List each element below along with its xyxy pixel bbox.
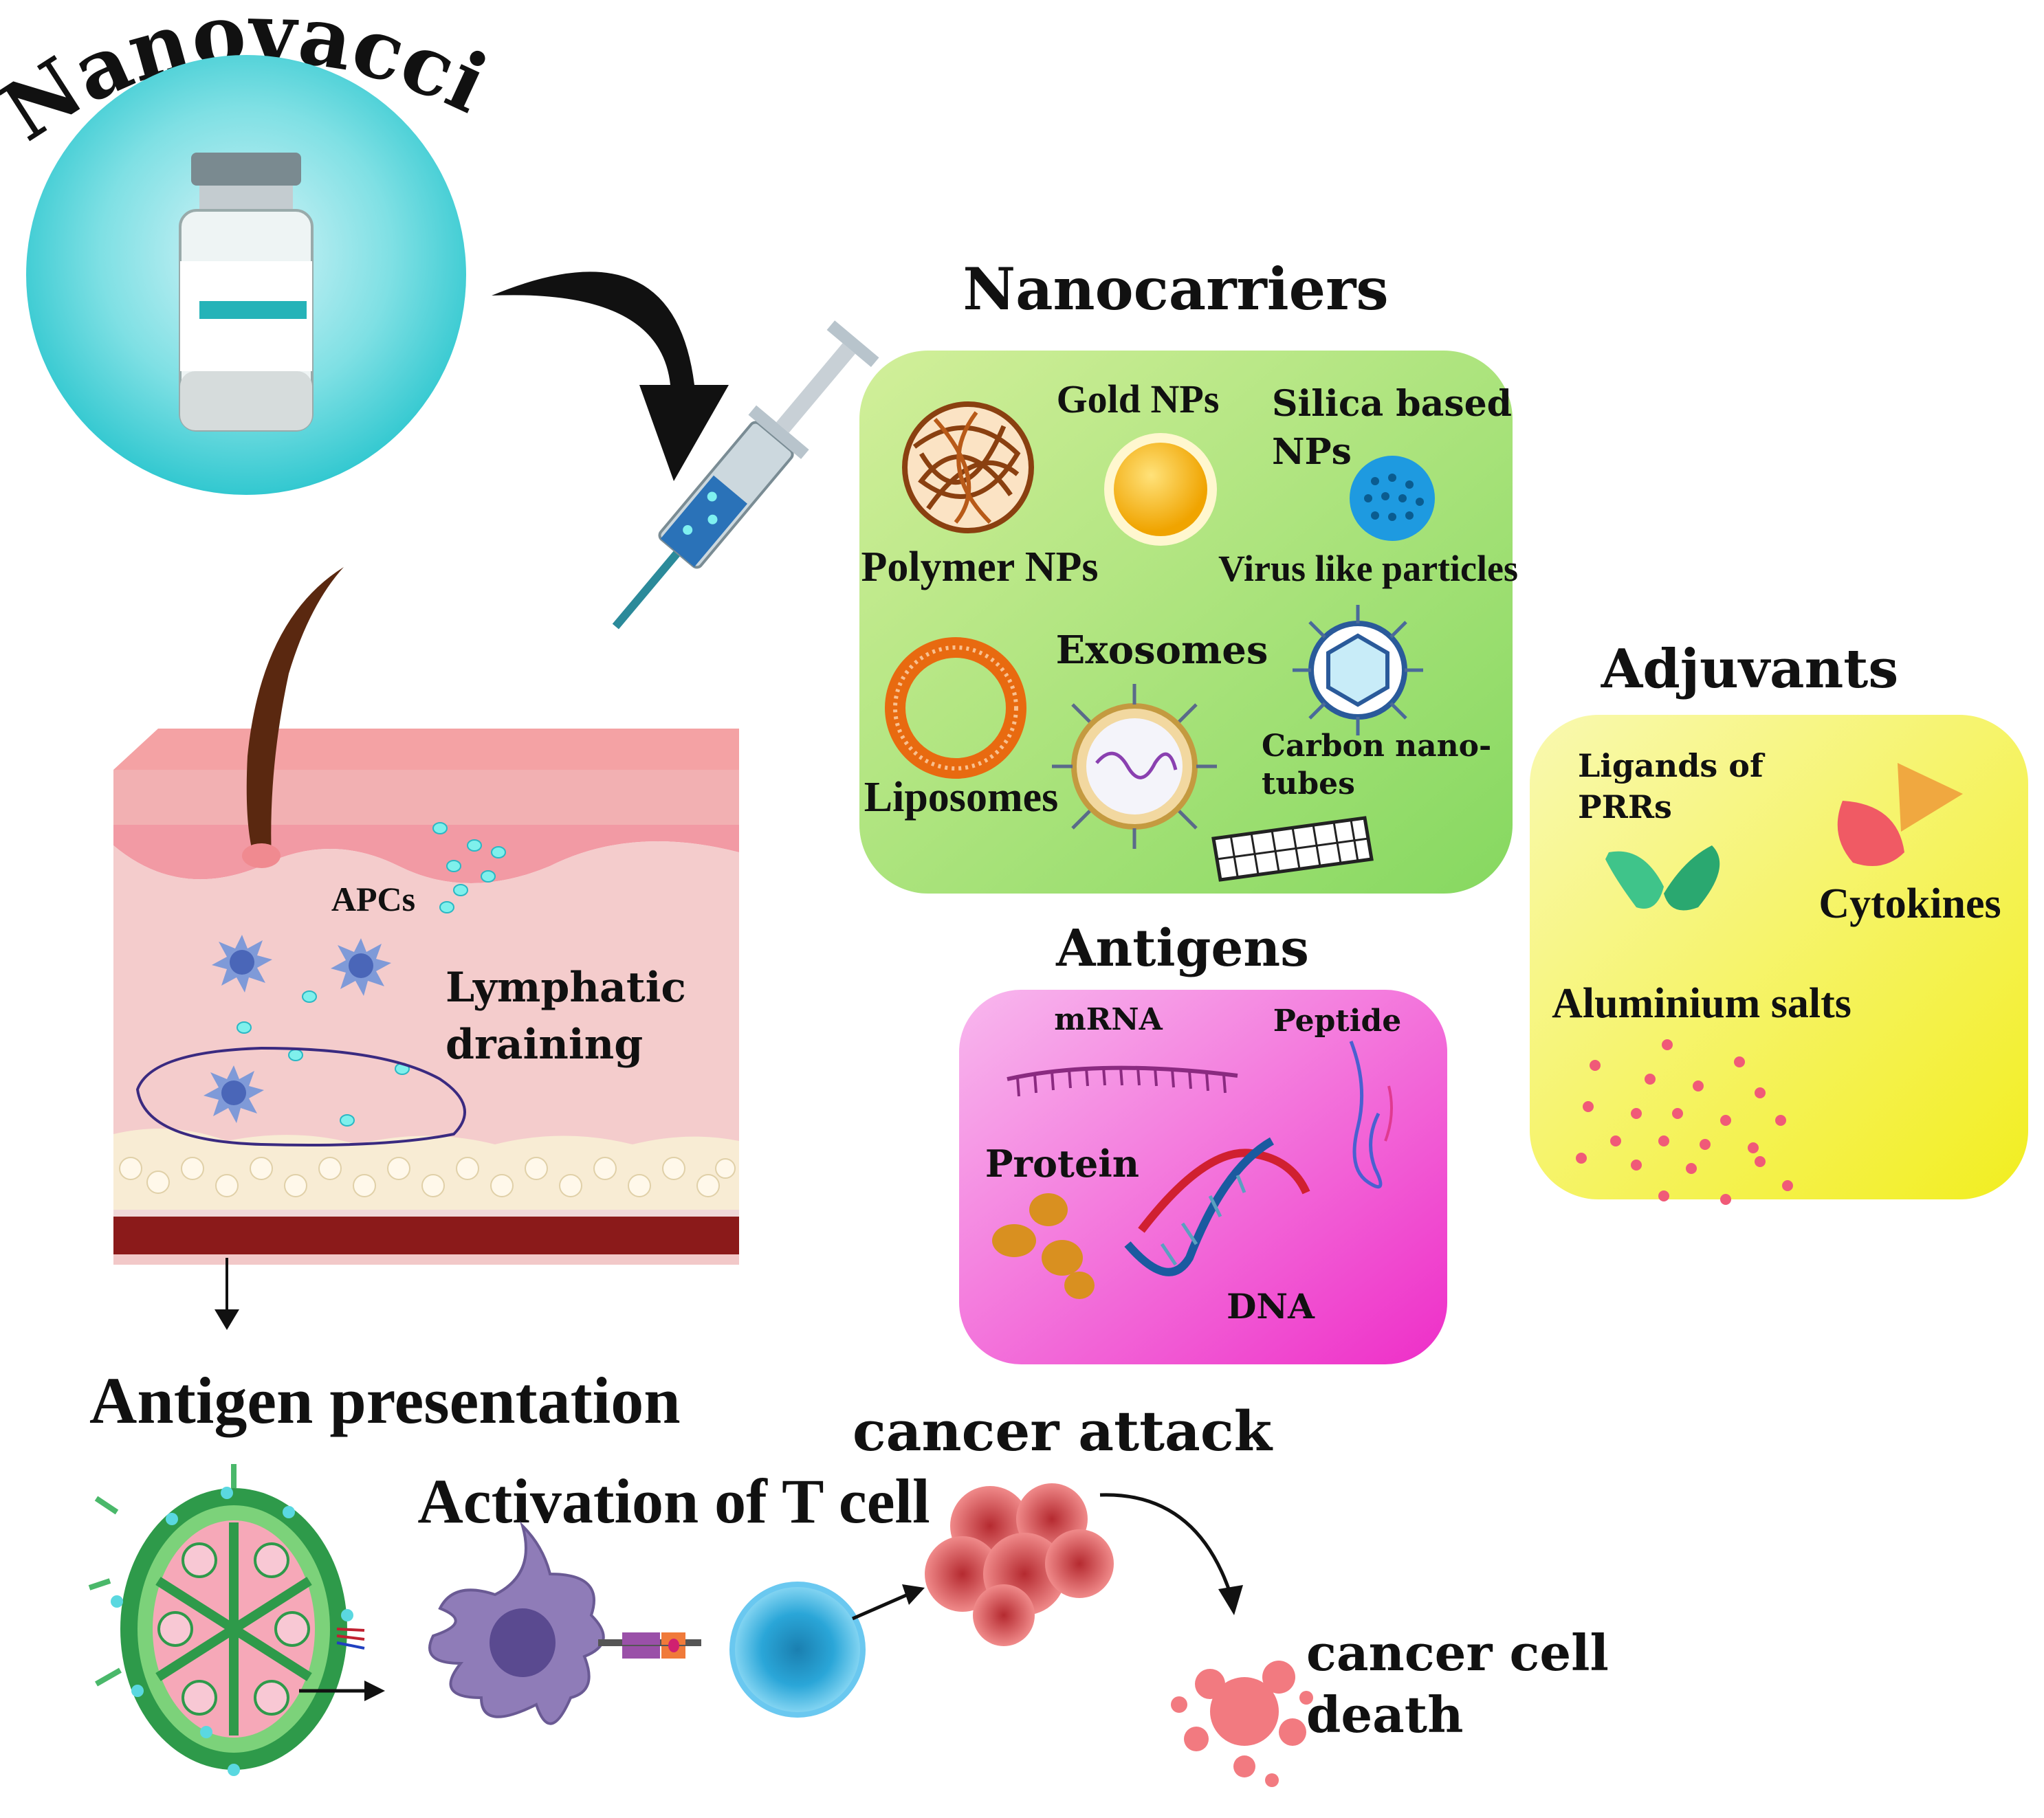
adjuvants-heading: Adjuvants [1601, 638, 1899, 700]
aluminium-salts-label: Aluminium salts [1552, 980, 1851, 1027]
prr-ligand-icon [1605, 845, 1720, 911]
peptide-label: Peptide [1273, 1004, 1401, 1039]
prr-label-line2: PRRs [1578, 788, 1672, 825]
antigens-heading: Antigens [1055, 919, 1309, 978]
carbon-nanotube-icon [1211, 816, 1374, 882]
virus-like-particle-icon [1293, 605, 1423, 735]
lymphatic-vessel [135, 1046, 466, 1146]
death-label-line2: death [1306, 1685, 1463, 1744]
arrow-to-dendritic-icon [299, 1681, 385, 1701]
adjuvants-panel [1530, 715, 2028, 1199]
arrow-to-cancer-icon [851, 1584, 925, 1621]
gold-np-icon [1104, 433, 1217, 546]
polymer-np-label: Polymer NPs [861, 544, 1099, 590]
dna-icon [1124, 1137, 1310, 1276]
cytokine-icon [1837, 763, 1963, 866]
vaccine-vial-icon [26, 55, 466, 495]
dying-cancer-cell-icon [1171, 1661, 1313, 1787]
antigen-presentation-label: Antigen presentation [89, 1364, 681, 1437]
arrow-to-death-icon [1099, 1493, 1243, 1615]
down-arrow-icon [215, 1258, 239, 1330]
death-label-line1: cancer cell [1306, 1623, 1609, 1682]
curved-arrow-icon [492, 271, 729, 481]
apcs-label: APCs [331, 880, 415, 918]
nanocarriers-heading: Nanocarriers [963, 255, 1388, 323]
aluminium-salt-dots [1576, 1039, 1793, 1205]
dna-label: DNA [1227, 1286, 1315, 1327]
polymer-np-icon [902, 401, 1034, 533]
tcr-mhc-complex-icon [598, 1632, 701, 1659]
apc-cell-icon [204, 935, 391, 1123]
vlp-label: Virus like particles [1218, 548, 1518, 589]
cytokines-label: Cytokines [1818, 880, 2001, 927]
skin-cross-section [113, 729, 739, 1265]
dendritic-cell-icon [428, 1521, 605, 1725]
exosomes-label: Exosomes [1056, 628, 1268, 673]
silica-np-label-line2: NPs [1272, 431, 1352, 473]
exosome-icon [1052, 684, 1217, 849]
mrna-label: mRNA [1054, 1002, 1163, 1037]
peptide-icon [1349, 1041, 1393, 1189]
antigens-panel [959, 990, 1447, 1364]
silica-np-icon [1350, 456, 1435, 541]
lymphatic-label-line2: draining [446, 1021, 643, 1069]
liposome-icon [885, 637, 1026, 779]
t-cell-activation-label: Activation of T cell [417, 1466, 930, 1536]
syringe-icon [612, 320, 879, 630]
liposomes-label: Liposomes [864, 774, 1058, 821]
hair-follicle-icon [242, 567, 344, 868]
lymph-node-icon [88, 1464, 365, 1776]
cnt-label-line1: Carbon nano- [1262, 729, 1491, 764]
cancer-attack-label: cancer attack [853, 1399, 1273, 1463]
t-cell-icon [729, 1582, 866, 1718]
silica-np-label-line1: Silica based [1272, 383, 1512, 425]
cnt-label-line2: tubes [1262, 766, 1355, 801]
prr-label-line1: Ligands of [1578, 747, 1766, 784]
mrna-icon [1007, 1065, 1238, 1097]
cancer-cluster-icon [925, 1483, 1114, 1646]
gold-np-label: Gold NPs [1057, 377, 1220, 421]
lymphatic-label-line1: Lymphatic [446, 964, 686, 1012]
protein-label: Protein [985, 1142, 1139, 1186]
protein-icon [992, 1193, 1095, 1299]
